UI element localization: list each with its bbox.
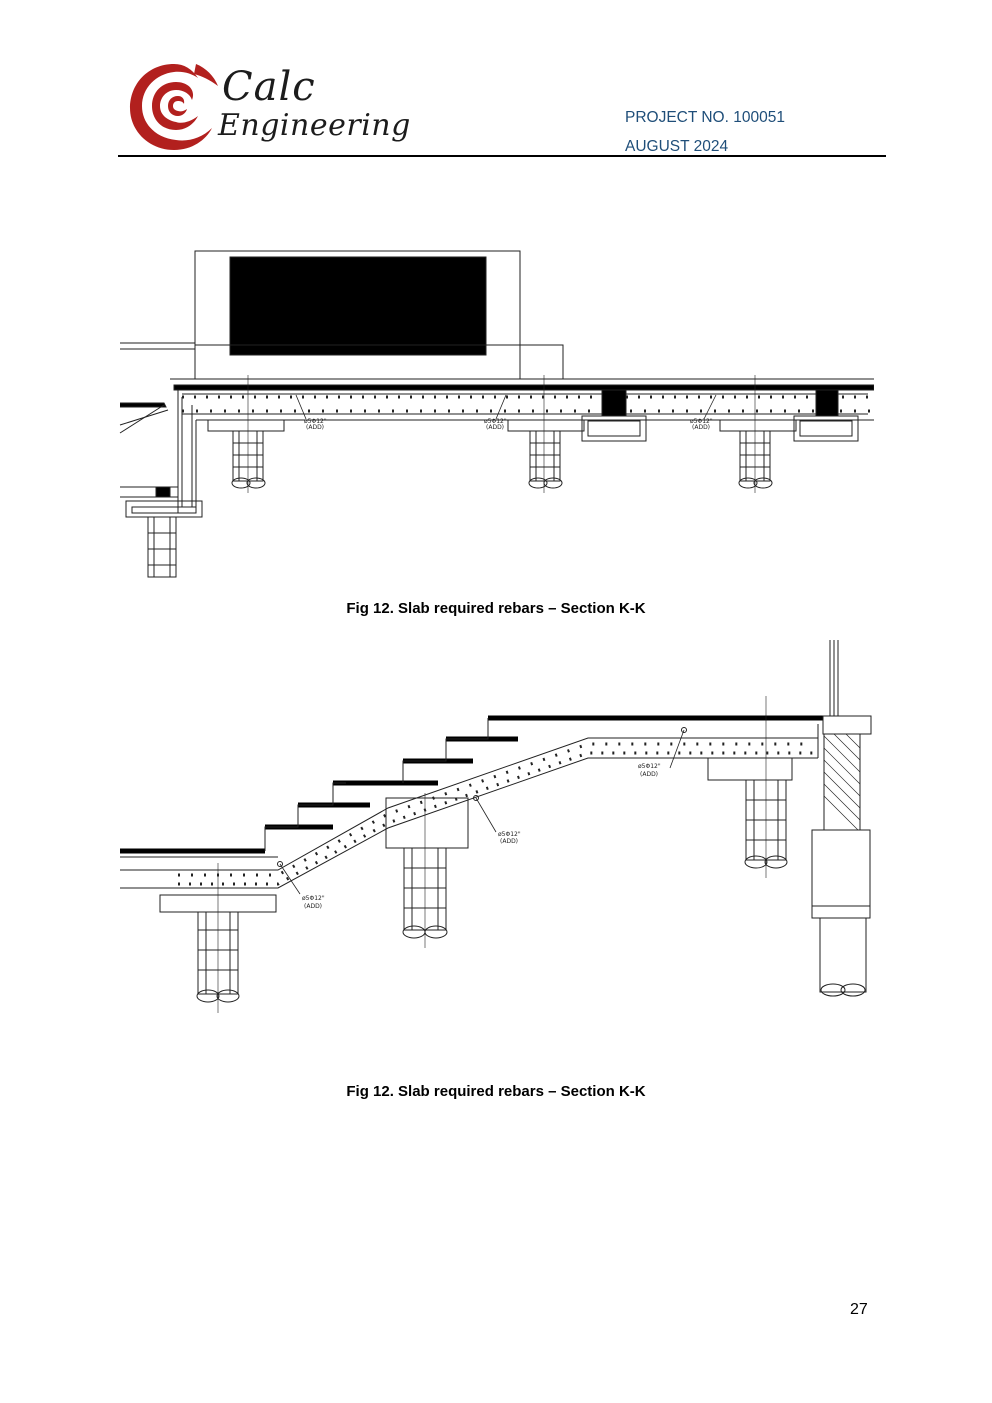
rebar-note: (ADD) (486, 424, 504, 431)
logo-text-engineering: Engineering (218, 108, 411, 143)
figure-caption: Fig 12. Slab required rebars – Section K… (346, 1083, 646, 1100)
section-drawing-slab: ø5Φ12" (ADD) ø5Φ12" (ADD) ø5Φ12" (ADD) (119, 250, 874, 578)
rebar-note: (ADD) (304, 903, 322, 910)
pile-3 (738, 430, 773, 489)
stair-treads (120, 715, 823, 854)
rebar-callout: ø5Φ12" (638, 763, 661, 770)
swirl-logo-icon (130, 64, 218, 150)
header-divider (118, 155, 886, 157)
hatched-wall (823, 733, 861, 831)
rebar-note: (ADD) (306, 424, 324, 431)
rebar-callout: ø5Φ12" (302, 895, 325, 902)
header-meta: PROJECT NO. 100051 AUGUST 2024 (625, 103, 785, 161)
section-drawing-stair: ø5Φ12" (ADD) ø5Φ12" (ADD) ø5Φ12" (ADD) (120, 640, 872, 1013)
company-logo: Calc Engineering (126, 58, 410, 154)
rebar-callout: ø5Φ12" (484, 418, 507, 425)
rebar-callout: ø5Φ12" (498, 831, 521, 838)
report-date: AUGUST 2024 (625, 138, 729, 155)
rebar-callout: ø5Φ12" (304, 418, 327, 425)
rebar-note: (ADD) (500, 838, 518, 845)
page-number: 27 (850, 1301, 868, 1318)
logo-text-calc: Calc (222, 64, 316, 110)
rebar-note: (ADD) (640, 771, 658, 778)
upper-mass-fill (229, 256, 487, 356)
project-number: PROJECT NO. 100051 (625, 109, 785, 126)
rebar-note: (ADD) (692, 424, 710, 431)
pile-2 (528, 430, 563, 489)
rebar-callout: ø5Φ12" (690, 418, 713, 425)
figure-caption: Fig 12. Slab required rebars – Section K… (346, 600, 646, 617)
pile-1 (231, 430, 266, 489)
